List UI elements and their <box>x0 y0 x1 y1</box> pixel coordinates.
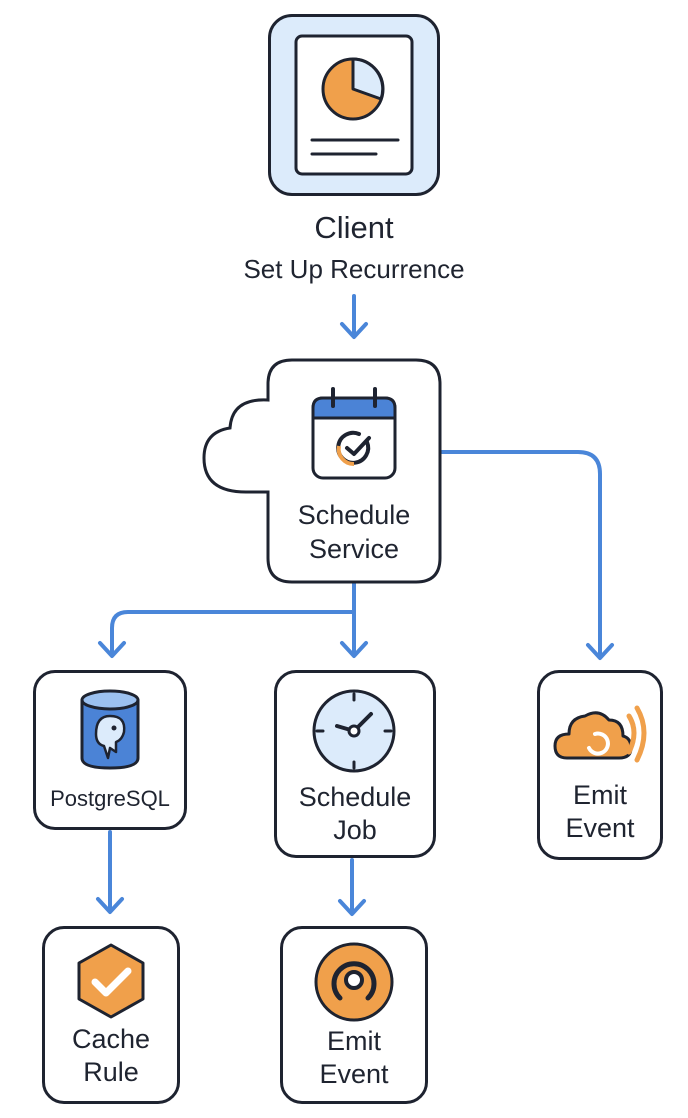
arrow-service-to-emit-event <box>440 450 614 660</box>
client-node <box>268 14 440 196</box>
arrow-service-to-schedule-job <box>340 610 368 658</box>
emit-event-right-label-line2: Event <box>565 813 635 843</box>
calendar-check-icon <box>311 387 397 480</box>
schedule-job-label-line2: Job <box>333 815 377 845</box>
client-subtitle: Set Up Recurrence <box>243 254 465 284</box>
arrow-service-to-postgresql <box>98 580 356 658</box>
emit-event-bottom-label-line2: Event <box>319 1059 389 1089</box>
clock-icon <box>312 689 396 773</box>
cloud-broadcast-icon <box>553 705 647 763</box>
emit-event-right-label-line1: Emit <box>573 780 627 810</box>
schedule-service-label-line2: Service <box>308 534 400 564</box>
hexagon-check-icon <box>77 943 145 1019</box>
schedule-job-label-line1: Schedule <box>298 782 412 812</box>
cache-rule-label-line1: Cache <box>71 1024 151 1054</box>
cache-rule-label-line2: Rule <box>83 1057 139 1087</box>
report-pie-chart-icon <box>294 34 414 176</box>
arrow-job-to-emit-event <box>338 858 366 916</box>
schedule-service-label-line1: Schedule <box>297 500 411 530</box>
emit-event-right-node <box>537 670 663 860</box>
database-elephant-icon <box>80 689 140 770</box>
target-ring-icon <box>314 942 394 1022</box>
client-title: Client <box>314 210 394 245</box>
postgresql-label: PostgreSQL <box>50 786 170 811</box>
emit-event-bottom-label-line1: Emit <box>327 1026 381 1056</box>
arrow-client-to-schedule-service <box>340 294 368 339</box>
arrow-postgresql-to-cache-rule <box>96 830 124 914</box>
